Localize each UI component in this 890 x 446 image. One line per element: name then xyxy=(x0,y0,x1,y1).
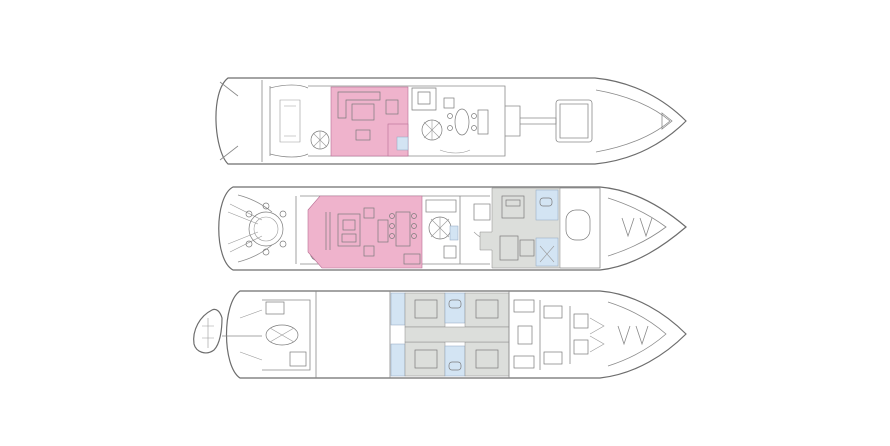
main-bathroom-zone-a xyxy=(535,189,559,221)
main-bathroom-zone-b xyxy=(535,237,559,267)
lower-guest-zone-1 xyxy=(404,292,446,328)
main-salon-zone xyxy=(307,195,423,269)
lower-deck xyxy=(193,290,687,379)
upper-deck-hull xyxy=(215,77,687,165)
lower-bathroom-zone-4 xyxy=(444,345,466,377)
lower-bathroom-zone-2 xyxy=(390,343,406,377)
lower-guest-zone-4 xyxy=(464,341,510,377)
lower-guest-zone-2 xyxy=(404,341,446,377)
lower-bathroom-zone-1 xyxy=(390,292,406,326)
main-deck xyxy=(218,186,687,271)
lower-corridor-zone xyxy=(404,326,510,343)
lower-guest-zone-3 xyxy=(464,292,510,328)
upper-bathroom-zone xyxy=(396,136,409,151)
upper-deck xyxy=(215,77,687,165)
main-bathroom-zone-small xyxy=(449,225,459,241)
